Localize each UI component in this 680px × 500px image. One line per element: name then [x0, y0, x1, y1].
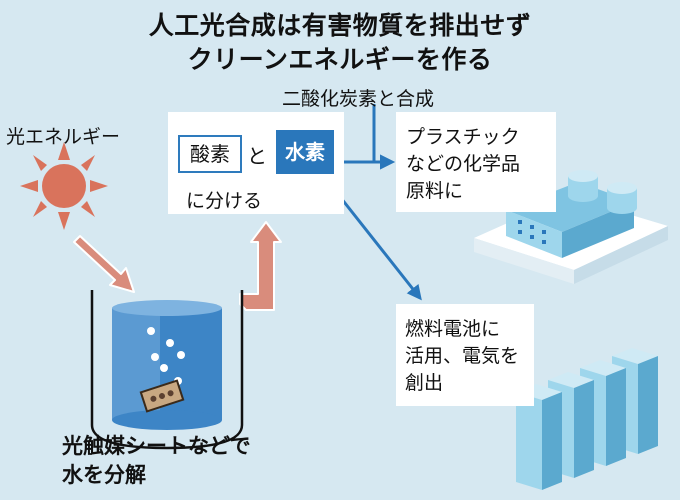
fuel-line-2: 活用、電気を — [405, 345, 520, 367]
products-arrow — [239, 221, 282, 311]
plastic-line-3: 原料に — [406, 180, 464, 202]
fuel-line-3: 創出 — [405, 372, 444, 394]
title-line-1: 人工光合成は有害物質を排出せず — [148, 11, 532, 40]
catalyst-sheet — [139, 379, 185, 413]
oxygen-box: 酸素 — [178, 135, 242, 173]
plastic-line-1: プラスチック — [406, 126, 520, 148]
fuel-cell-icon — [516, 348, 658, 490]
light-energy-label: 光エネルギー — [6, 126, 121, 148]
beaker-icon — [90, 290, 244, 450]
factory-icon — [474, 170, 668, 284]
plastic-line-2: などの化学品 — [406, 153, 521, 175]
co2-arrow — [372, 104, 395, 170]
split-label: に分ける — [186, 190, 263, 212]
catalyst-label: 光触媒シートなどで 水を分解 — [62, 432, 251, 490]
light-arrow — [73, 235, 135, 293]
fuel-line-1: 燃料電池に — [405, 318, 501, 340]
catalyst-line-2: 水を分解 — [62, 463, 146, 487]
sun-icon — [20, 142, 108, 230]
catalyst-line-1: 光触媒シートなどで — [62, 434, 251, 458]
co2-label: 二酸化炭素と合成 — [282, 88, 435, 110]
and-label: と — [247, 144, 267, 168]
plastic-box-text: プラスチック などの化学品 原料に — [406, 124, 520, 205]
plastic-box — [396, 112, 556, 212]
title-line-2: クリーンエネルギーを作る — [187, 45, 493, 74]
fuel-cell-box — [396, 304, 534, 406]
hydrogen-box: 水素 — [276, 130, 334, 174]
fuel-box-text: 燃料電池に 活用、電気を 創出 — [405, 316, 519, 397]
